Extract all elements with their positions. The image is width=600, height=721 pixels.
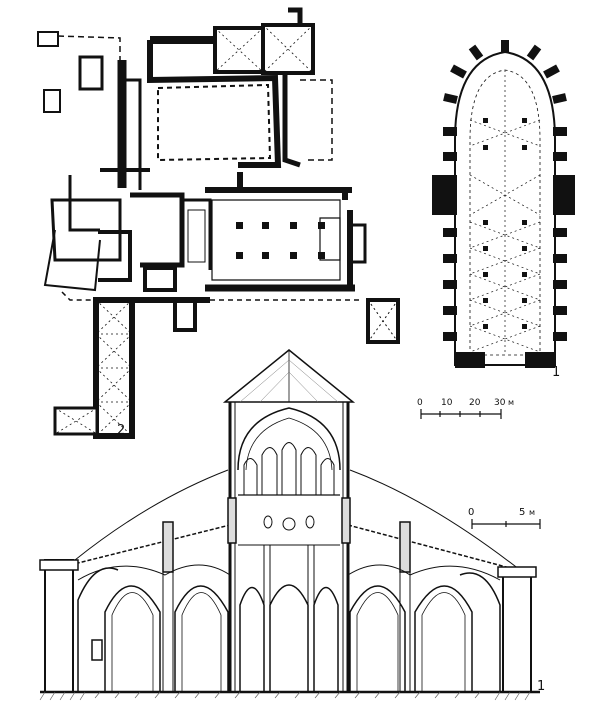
scale-unit: м [508, 398, 514, 407]
section-label: 1 [537, 679, 545, 694]
section-scale-tick-0: 0 [468, 507, 474, 518]
section-scale-unit: м [529, 508, 535, 517]
plan-1-label: 1 [552, 365, 560, 380]
cross-section [39, 349, 540, 701]
scale-tick-30: 30 [494, 398, 506, 408]
section-scale-tick-5: 5 [519, 507, 525, 518]
church-plan [432, 40, 575, 368]
monastery-plan [37, 7, 400, 439]
scale-tick-0: 0 [417, 398, 423, 408]
scale-tick-20: 20 [469, 398, 481, 408]
scale-bar-5m [471, 519, 541, 529]
plan-2-label: 2 [117, 423, 125, 438]
scale-tick-10: 10 [441, 398, 453, 408]
scale-bar-30m [420, 409, 502, 419]
